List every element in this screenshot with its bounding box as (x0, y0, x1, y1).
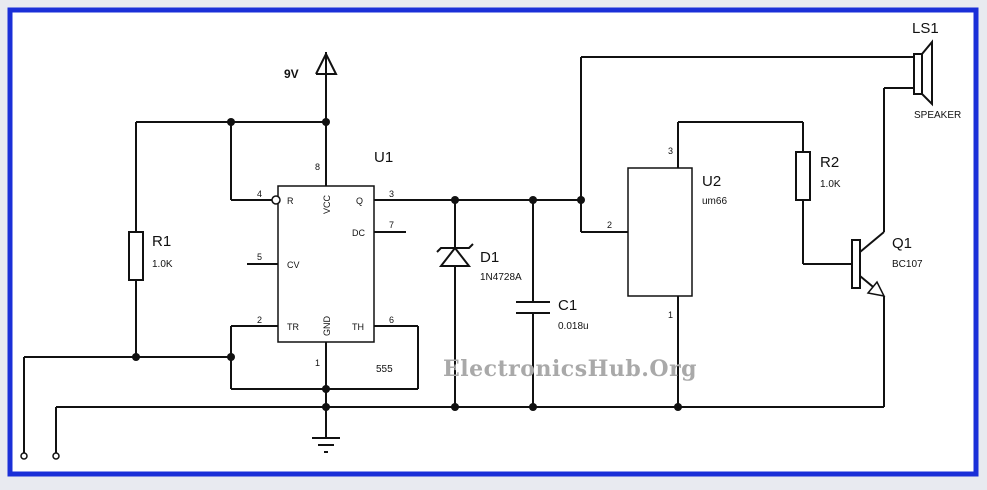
r1-resistor: R1 1.0K (128, 231, 173, 281)
watermark: ElectronicsHub.Org (443, 356, 697, 382)
q1-value: BC107 (892, 259, 923, 270)
u1-ref: U1 (374, 149, 393, 166)
q1-base-bar (851, 239, 861, 289)
ls1-cone (921, 39, 933, 107)
ground-icon (312, 437, 340, 453)
r2-ref: R2 (820, 154, 839, 171)
input-terminal-left (20, 452, 28, 460)
u1-pin6-num: 6 (389, 315, 394, 325)
u1-r-label: R (287, 196, 294, 206)
u2-pin3-num: 3 (668, 146, 673, 156)
d1-zener-diode: D1 1N4728A (436, 243, 522, 283)
r1-ref: R1 (152, 233, 171, 250)
u1-dc-label: DC (352, 228, 365, 238)
r2-resistor: R2 1.0K (795, 151, 841, 201)
u2-pin1-num: 1 (668, 310, 673, 320)
ls1-magnet (913, 53, 923, 95)
d1-ref: D1 (480, 249, 499, 266)
reset-bubble-icon (271, 195, 281, 205)
power-arrow-icon (315, 51, 338, 75)
d1-value: 1N4728A (480, 272, 522, 283)
u1-body (277, 185, 375, 343)
c1-capacitor: C1 0.018u (516, 297, 589, 332)
u1-th-label: TH (352, 322, 364, 332)
u2-ic: U2 um66 2 3 1 (607, 146, 727, 320)
r2-value: 1.0K (820, 179, 841, 190)
u1-pin8-num: 8 (315, 162, 320, 172)
supply-label: 9V (284, 67, 299, 81)
u1-pin5-num: 5 (257, 252, 262, 262)
q1-transistor: Q1 BC107 (851, 231, 923, 298)
c1-ref: C1 (558, 297, 577, 314)
u2-body (627, 167, 693, 297)
u1-q-label: Q (356, 196, 363, 206)
u2-ref: U2 (702, 173, 721, 190)
u1-part: 555 (376, 364, 393, 375)
q1-emitter-arrow-icon (866, 280, 886, 298)
u1-pin3-num: 3 (389, 189, 394, 199)
u1-ic: U1 555 4 8 3 7 5 2 6 1 R VCC Q DC CV TR … (257, 149, 394, 375)
r2-body (795, 151, 811, 201)
r1-value: 1.0K (152, 259, 173, 270)
q1-ref: Q1 (892, 235, 912, 252)
c1-value: 0.018u (558, 321, 589, 332)
blue-border (7, 7, 979, 477)
u1-cv-label: CV (287, 260, 300, 270)
u1-pin2-num: 2 (257, 315, 262, 325)
input-terminals (20, 452, 60, 460)
u1-pin1-num: 1 (315, 358, 320, 368)
ls1-value: SPEAKER (914, 110, 961, 121)
u1-pin7-num: 7 (389, 220, 394, 230)
wires (23, 56, 914, 454)
u2-value: um66 (702, 196, 727, 207)
input-terminal-right (52, 452, 60, 460)
u1-tr-label: TR (287, 322, 299, 332)
d1-cathode-bar (436, 243, 474, 253)
u2-pin2-num: 2 (607, 220, 612, 230)
u1-vcc-label: VCC (322, 194, 332, 214)
r1-body (128, 231, 144, 281)
speaker-icon: LS1 SPEAKER (912, 20, 961, 121)
u1-pin4-num: 4 (257, 189, 262, 199)
q1-collector (859, 231, 885, 253)
u1-gnd-label: GND (322, 316, 332, 337)
junction-dots (132, 118, 682, 411)
ls1-ref: LS1 (912, 20, 939, 37)
d1-body (438, 246, 472, 267)
